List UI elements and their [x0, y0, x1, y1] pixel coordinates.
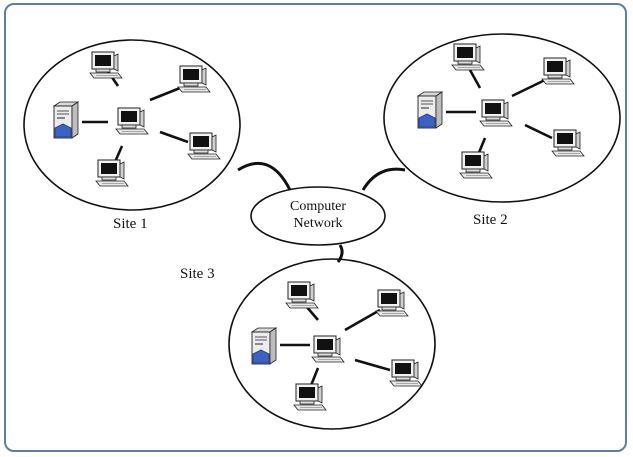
link-site2-network — [361, 167, 406, 191]
computer-network-ellipse — [250, 186, 386, 246]
network-label-line2: Network — [293, 216, 343, 231]
desktop-computer-icon — [187, 132, 221, 160]
computer-network-label: Computer Network — [268, 198, 368, 232]
server-tower-icon — [417, 91, 443, 129]
network-label-line1: Computer — [290, 199, 346, 214]
desktop-computer-icon — [375, 289, 409, 317]
desktop-computer-icon — [177, 65, 211, 93]
desktop-computer-icon — [285, 281, 319, 309]
site-2-label: Site 2 — [473, 212, 508, 228]
desktop-computer-icon — [95, 159, 129, 187]
desktop-computer-icon — [293, 383, 327, 411]
desktop-computer-icon — [479, 99, 513, 127]
site-1-label: Site 1 — [113, 216, 148, 232]
desktop-computer-icon — [451, 43, 485, 71]
link-network-site3 — [336, 244, 344, 263]
desktop-computer-icon — [89, 51, 123, 79]
server-tower-icon — [53, 101, 79, 139]
desktop-computer-icon — [551, 129, 585, 157]
site-3-label: Site 3 — [180, 266, 215, 282]
desktop-computer-icon — [389, 359, 423, 387]
desktop-computer-icon — [541, 57, 575, 85]
site-2-links — [446, 69, 553, 156]
desktop-computer-icon — [115, 107, 149, 135]
server-tower-icon — [251, 327, 277, 365]
desktop-computer-icon — [459, 151, 493, 179]
link-site1-network — [237, 161, 292, 191]
desktop-computer-icon — [311, 335, 345, 363]
